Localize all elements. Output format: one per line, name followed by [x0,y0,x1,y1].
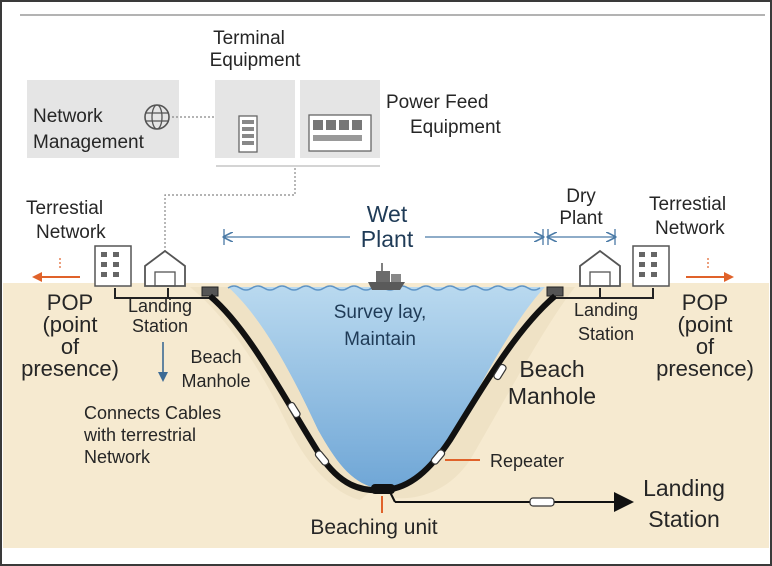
globe-icon [144,104,170,130]
repeater-icon [287,363,507,466]
rack-icon [238,115,258,153]
ship-icon [368,263,405,290]
warehouse-icon [144,249,186,287]
right-pop-arrow [686,258,734,282]
network-management-panel [27,80,179,158]
repeater-label: Repeater [490,451,564,471]
warehouse-icon [579,249,621,287]
power-supply-icon [308,114,372,152]
equipment-to-station-link [164,168,296,252]
left-pop-arrow [32,258,80,282]
manhole-icon [546,286,564,297]
ocean-water [228,287,545,490]
beaching-unit-icon [371,484,395,494]
repeater-icon [529,497,555,507]
beaching-unit-label: Beaching unit [310,516,437,539]
manhole-icon [201,286,219,297]
building-icon [94,245,132,287]
survey-lay-label: Survey lay,Maintain [334,302,427,350]
building-icon [632,245,670,287]
right-slope-shade [375,287,575,499]
